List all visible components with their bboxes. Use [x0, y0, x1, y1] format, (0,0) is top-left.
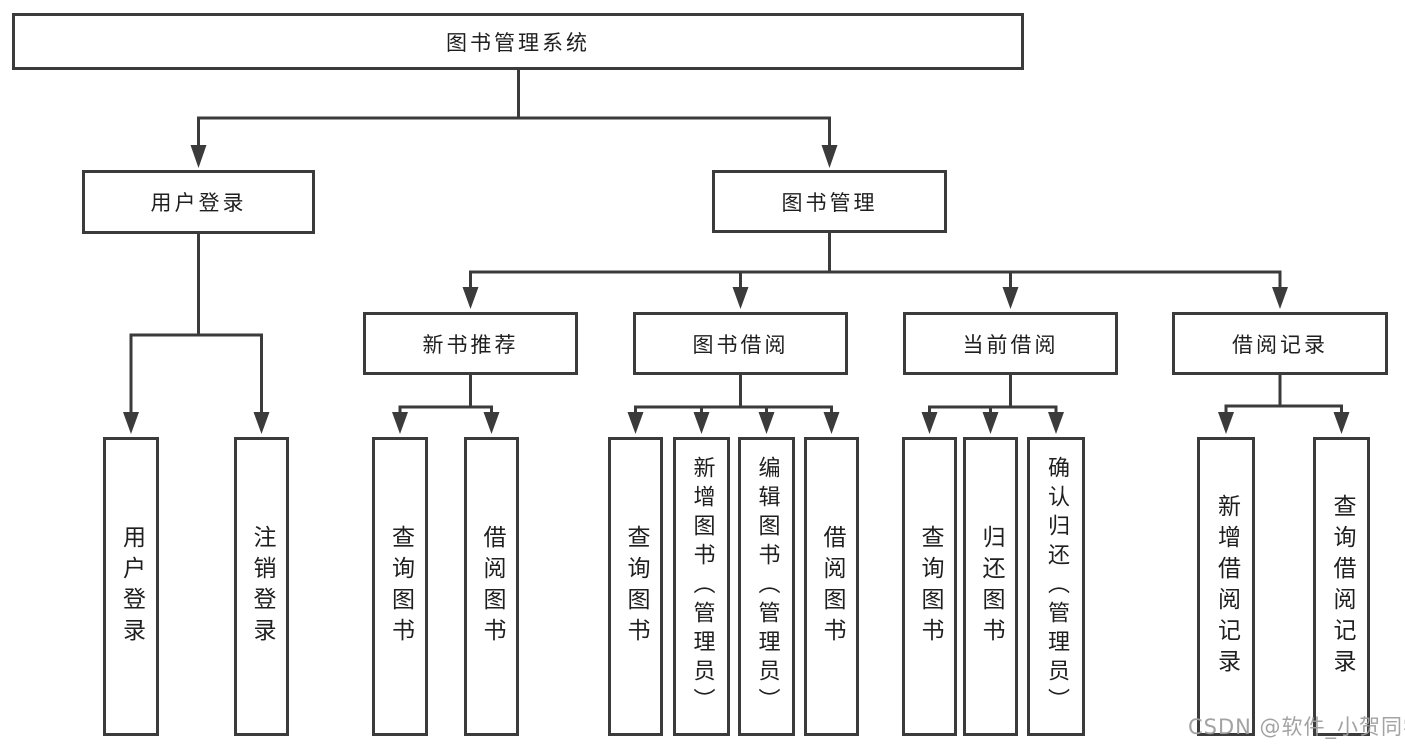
- leaf-label: 确认归还（管理员）: [1044, 456, 1069, 717]
- leaf-confirm-return-admin: 确认归还（管理员）: [1027, 437, 1085, 736]
- leaf-query-books-1: 查询图书: [372, 437, 428, 736]
- leaf-logout: 注销登录: [234, 437, 289, 736]
- csdn-watermark: CSDN @软件_小贺同学: [1188, 715, 1405, 739]
- leaf-query-borrow-record: 查询借阅记录: [1313, 437, 1370, 736]
- leaf-label: 用户登录: [118, 524, 145, 649]
- leaf-label: 查询借阅记录: [1329, 493, 1355, 680]
- leaf-return-books: 归还图书: [963, 437, 1018, 736]
- leaf-label: 查询图书: [917, 524, 943, 649]
- leaf-borrow-books-2: 借阅图书: [804, 437, 859, 736]
- leaf-borrow-books-1: 借阅图书: [464, 437, 519, 736]
- node-book-management: 图书管理: [712, 170, 947, 233]
- leaf-label: 新增图书（管理员）: [689, 456, 715, 717]
- node-root: 图书管理系统: [12, 13, 1024, 70]
- node-borrowing-records: 借阅记录: [1172, 312, 1388, 375]
- leaf-label: 借阅图书: [819, 524, 845, 649]
- leaf-label: 归还图书: [978, 524, 1004, 649]
- node-current-borrowing: 当前借阅: [903, 312, 1118, 375]
- leaf-label: 查询图书: [623, 524, 649, 649]
- leaf-label: 借阅图书: [479, 524, 505, 649]
- leaf-label: 新增借阅记录: [1213, 493, 1240, 680]
- node-new-book-recommend: 新书推荐: [363, 312, 578, 375]
- leaf-edit-book-admin: 编辑图书（管理员）: [738, 437, 795, 736]
- leaf-user-login: 用户登录: [103, 437, 159, 736]
- node-book-borrowing: 图书借阅: [633, 312, 848, 375]
- leaf-label: 注销登录: [249, 524, 275, 649]
- leaf-add-book-admin: 新增图书（管理员）: [673, 437, 730, 736]
- leaf-query-books-3: 查询图书: [902, 437, 957, 736]
- leaf-label: 查询图书: [387, 524, 414, 649]
- leaf-add-borrow-record: 新增借阅记录: [1197, 437, 1255, 736]
- leaf-label: 编辑图书（管理员）: [754, 456, 780, 717]
- leaf-query-books-2: 查询图书: [608, 437, 663, 736]
- node-user-login: 用户登录: [82, 170, 315, 234]
